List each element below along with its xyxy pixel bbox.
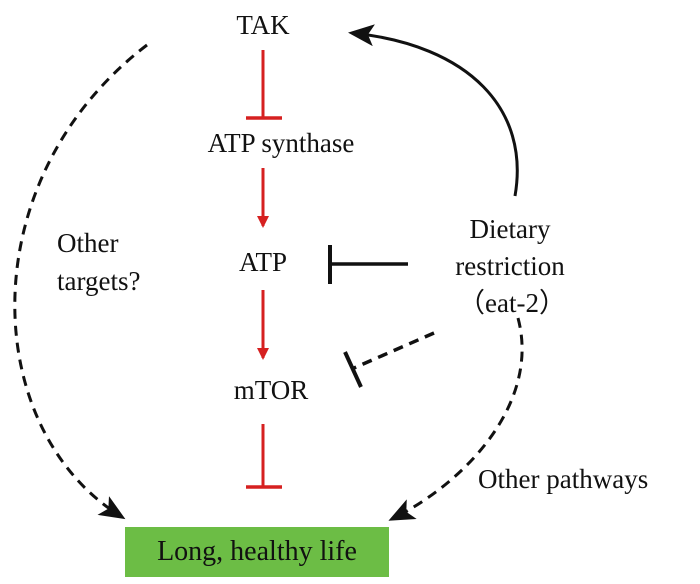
dietary-to-tak-arrow [348, 24, 519, 197]
label-other-targets-line1: Other [57, 228, 119, 258]
node-dietary-line1: Dietary [469, 214, 551, 244]
node-mtor: mTOR [233, 375, 309, 405]
node-atp-synthase: ATP synthase [207, 128, 355, 158]
label-other-pathways: Other pathways [478, 464, 649, 494]
dietary-inhibits-mtor-line [353, 331, 435, 370]
dietary-to-life-arrow [388, 317, 524, 521]
other-targets-to-life-arrow [13, 43, 148, 520]
label-other-targets-line2: targets? [57, 266, 141, 296]
node-tak: TAK [236, 10, 290, 40]
node-atp: ATP [238, 247, 288, 277]
dietary-inhibits-mtor-bar [343, 351, 363, 388]
outcome-label: Long, healthy life [157, 536, 357, 567]
node-dietary-line3: （eat-2） [458, 288, 566, 318]
outcome-box: Long, healthy life [125, 527, 389, 577]
node-dietary-line2: restriction [455, 251, 565, 281]
